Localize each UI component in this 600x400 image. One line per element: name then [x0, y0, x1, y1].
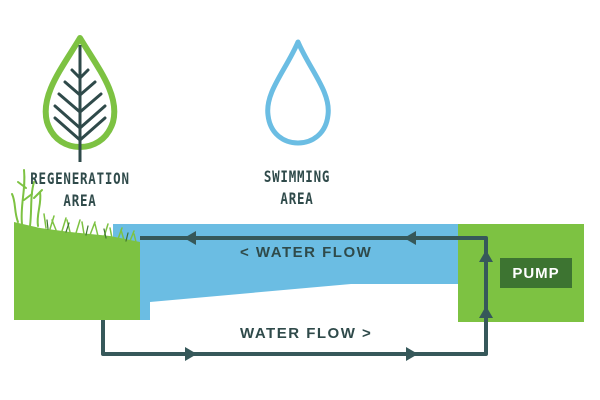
arrow-top-left: [184, 231, 196, 245]
swimming-label-line1: SWIMMING: [263, 167, 331, 186]
arrow-right-upper: [479, 250, 493, 262]
regeneration-area-label: REGENERATION AREA: [22, 168, 139, 212]
return-pipe: [101, 236, 488, 356]
flow-arrows: [184, 231, 493, 361]
pump-label: PUMP: [512, 264, 560, 282]
grass-icon: [11, 169, 137, 243]
regeneration-label-line1: REGENERATION: [30, 169, 130, 188]
water-flow-bottom-label: WATER FLOW >: [240, 325, 373, 342]
swimming-water: [113, 224, 460, 320]
regeneration-zone: [14, 222, 140, 320]
regeneration-label-line2: AREA: [63, 191, 97, 210]
water-drop-icon: [265, 39, 331, 146]
swimming-area-label: SWIMMING AREA: [239, 166, 356, 210]
arrow-bottom-right: [406, 347, 418, 361]
arrow-right-lower: [479, 306, 493, 318]
tree-leaf-icon: [42, 35, 118, 162]
arrow-top-right: [404, 231, 416, 245]
water-flow-top-label: < WATER FLOW: [240, 244, 373, 261]
arrow-bottom-left: [185, 347, 197, 361]
pump-label-box: PUMP: [500, 258, 572, 288]
swimming-label-line2: AREA: [280, 189, 314, 208]
